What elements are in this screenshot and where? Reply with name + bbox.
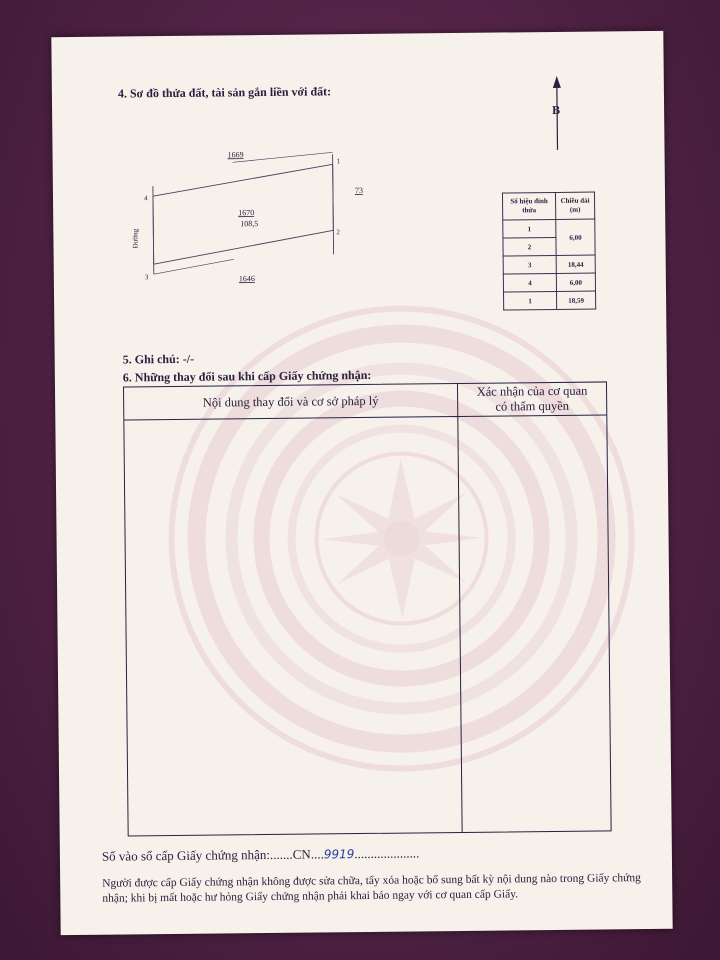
header-vertex: Số hiệu đỉnh thửa: [502, 192, 556, 221]
vertex-cell: 1: [502, 219, 556, 239]
section-6-title: 6. Những thay đổi sau khi cấp Giấy chứng…: [122, 367, 372, 385]
parcel-right-label: 73: [355, 186, 363, 195]
north-label: B: [552, 103, 560, 117]
registration-prefix: CN: [292, 846, 311, 862]
registration-number: 9919: [323, 847, 355, 862]
header-divider: [124, 414, 607, 421]
registration-number-line: Số vào sổ cấp Giấy chứng nhận:.......CN.…: [101, 845, 420, 864]
length-cell: 6,00: [555, 219, 596, 256]
changes-table: Nội dung thay đổi và cơ sở pháp lý Xác n…: [122, 381, 612, 837]
vertex-4: 4: [144, 194, 148, 202]
vertex-2: 2: [336, 228, 340, 236]
col-content-header: Nội dung thay đổi và cơ sở pháp lý: [202, 393, 379, 410]
section-5-title: 5. Ghi chú: -/-: [122, 351, 195, 367]
length-cell: 6,00: [556, 273, 596, 292]
section-4-title: 4. Sơ đồ thửa đất, tài sản gắn liền với …: [117, 84, 332, 101]
col-confirm-line2: có thẩm quyền: [495, 398, 570, 414]
col-confirm-line1: Xác nhận của cơ quan: [476, 383, 588, 399]
parcel-bottom-label: 1646: [239, 274, 255, 283]
road-label: Đường: [131, 228, 139, 248]
vertex-cell: 1: [503, 291, 557, 311]
column-divider: [456, 383, 463, 832]
certificate-page: 4. Sơ đồ thửa đất, tài sản gắn liền với …: [51, 30, 673, 936]
drum-watermark: [168, 305, 635, 772]
vertex-1: 1: [337, 157, 341, 165]
length-cell: 18,44: [556, 255, 596, 274]
parcel-diagram: 1669 1670 108,5 1646 73 Đường 1 2 3 4: [131, 150, 363, 283]
north-arrow: B: [552, 75, 561, 150]
vertex-cell: 2: [502, 237, 557, 257]
warning-note: Người được cấp Giấy chứng nhận không đượ…: [102, 872, 641, 905]
edge-length-table: Số hiệu đỉnh thửa Chiều dài (m) 1 6,00 2…: [502, 192, 596, 311]
vertex-cell: 3: [503, 255, 557, 275]
parcel-top-label: 1669: [228, 150, 244, 159]
parcel-area: 108,5: [240, 219, 258, 228]
vertex-cell: 4: [503, 273, 557, 293]
parcel-main-label: 1670: [238, 208, 254, 217]
vertex-3: 3: [145, 273, 149, 281]
length-cell: 18,59: [556, 291, 596, 310]
col-confirm-header: Xác nhận của cơ quan có thẩm quyền: [458, 383, 606, 415]
registration-label: Số vào sổ cấp Giấy chứng nhận:: [101, 846, 271, 864]
header-length: Chiều dài (m): [555, 192, 595, 220]
